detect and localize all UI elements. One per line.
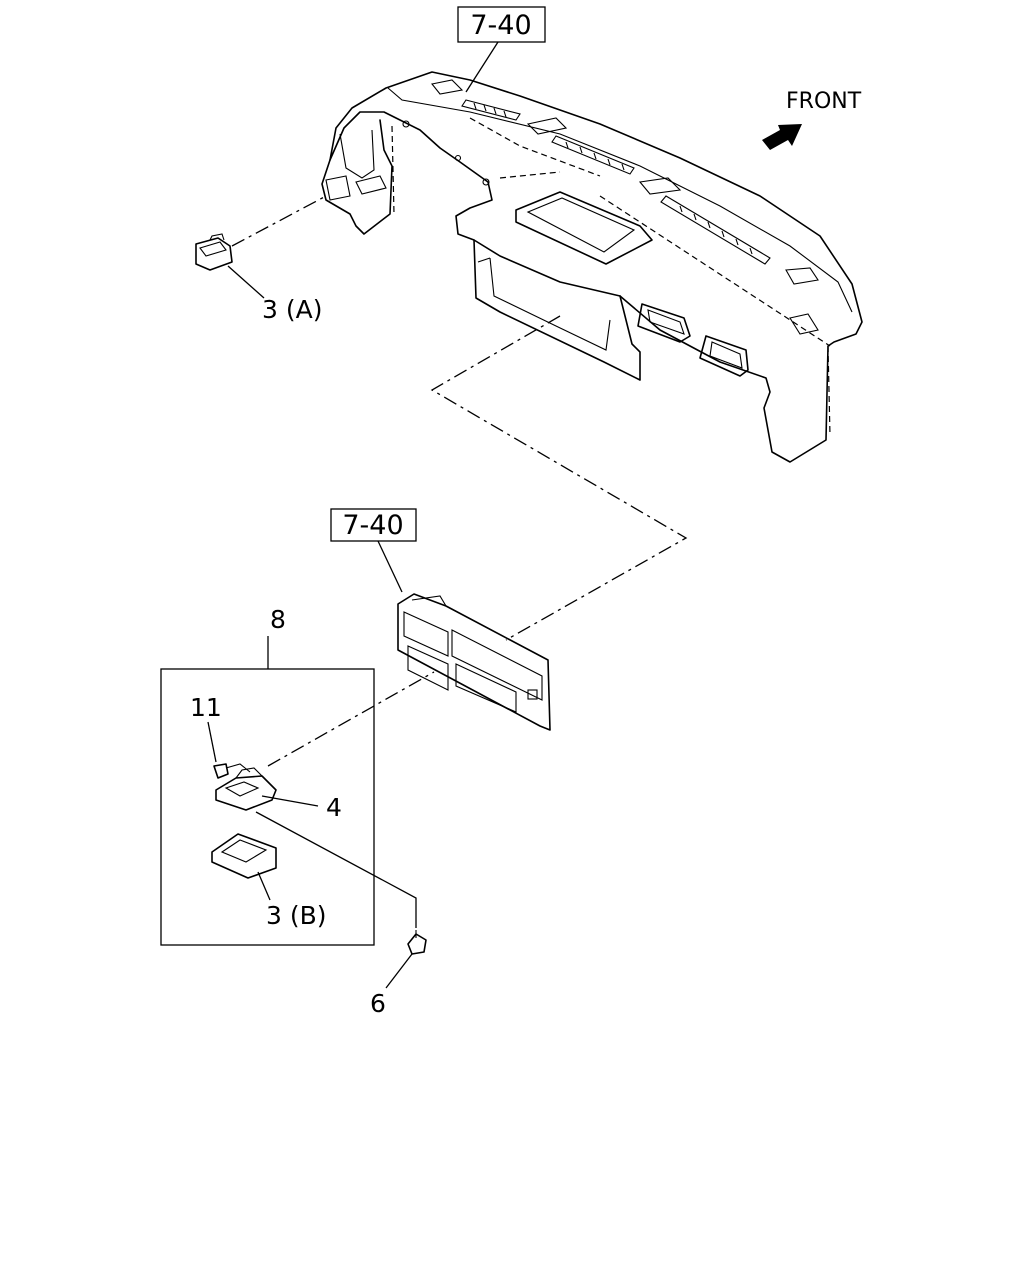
part-3b-pocket: 3 (B) — [211, 833, 327, 930]
reference-label-lower: 7-40 — [342, 510, 403, 541]
arrow-icon — [762, 124, 802, 150]
front-label: FRONT — [786, 89, 862, 114]
part-4-socket: 4 — [215, 671, 435, 822]
part-11-connector: 11 — [190, 693, 251, 779]
center-bezel: 7-40 — [330, 508, 551, 731]
callout-6: 6 — [370, 989, 386, 1018]
front-indicator: FRONT — [762, 89, 862, 150]
callout-4: 4 — [326, 793, 342, 822]
part-6-screw: 6 — [255, 811, 427, 1018]
callout-11: 11 — [190, 693, 222, 722]
callout-3a: 3 (A) — [262, 295, 322, 324]
part-3a-switch: 3 (A) — [195, 195, 327, 324]
assembly-line-dash-to-bezel — [430, 315, 688, 641]
reference-label-upper: 7-40 — [470, 10, 531, 41]
instrument-panel — [321, 71, 863, 463]
callout-8: 8 — [270, 605, 286, 634]
kit-box-8: 8 — [160, 605, 375, 946]
callout-3b: 3 (B) — [266, 901, 327, 930]
reference-box-upper: 7-40 — [457, 6, 546, 93]
